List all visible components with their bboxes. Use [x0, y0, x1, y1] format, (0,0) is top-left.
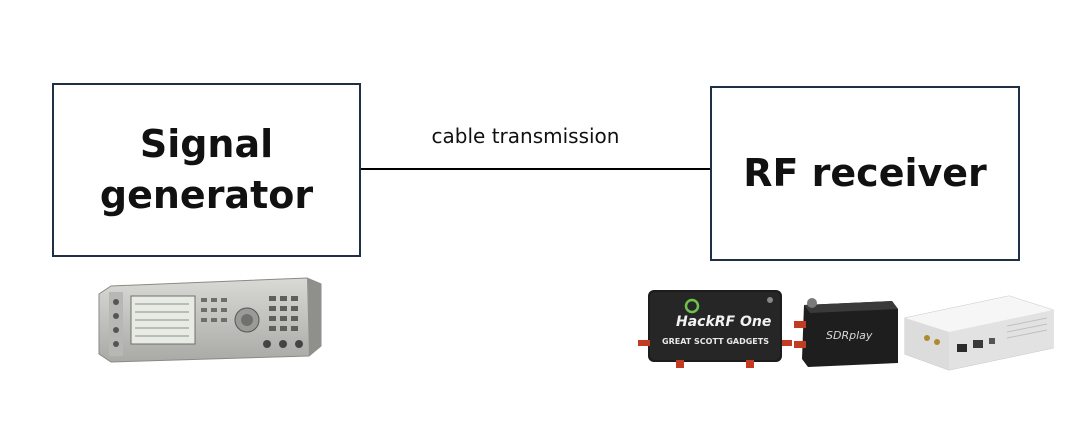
sdrplay-brand-text: SDRplay — [826, 329, 873, 342]
rf-receiver-box: RF receiver — [710, 86, 1020, 261]
signal-generator-label-line1: Signal — [139, 121, 274, 166]
hackrf-maker-text: GREAT SCOTT GADGETS — [662, 337, 769, 346]
signal-generator-label-line2: generator — [99, 173, 314, 217]
sdrplay-device-icon: SDRplay — [794, 298, 898, 367]
cable-transmission-label: cable transmission — [431, 124, 620, 148]
hackrf-brand-text: HackRF One — [676, 314, 771, 330]
rf-receiver-label: RF receiver — [743, 150, 987, 195]
signal-generator-box: Signal generator — [52, 83, 361, 257]
hackrf-one-device-icon: HackRF One GREAT SCOTT GADGETS — [638, 290, 792, 368]
signal-generator-device-icon — [98, 277, 322, 363]
usrp-device-icon — [904, 295, 1054, 371]
cable-connector-line — [361, 168, 710, 170]
